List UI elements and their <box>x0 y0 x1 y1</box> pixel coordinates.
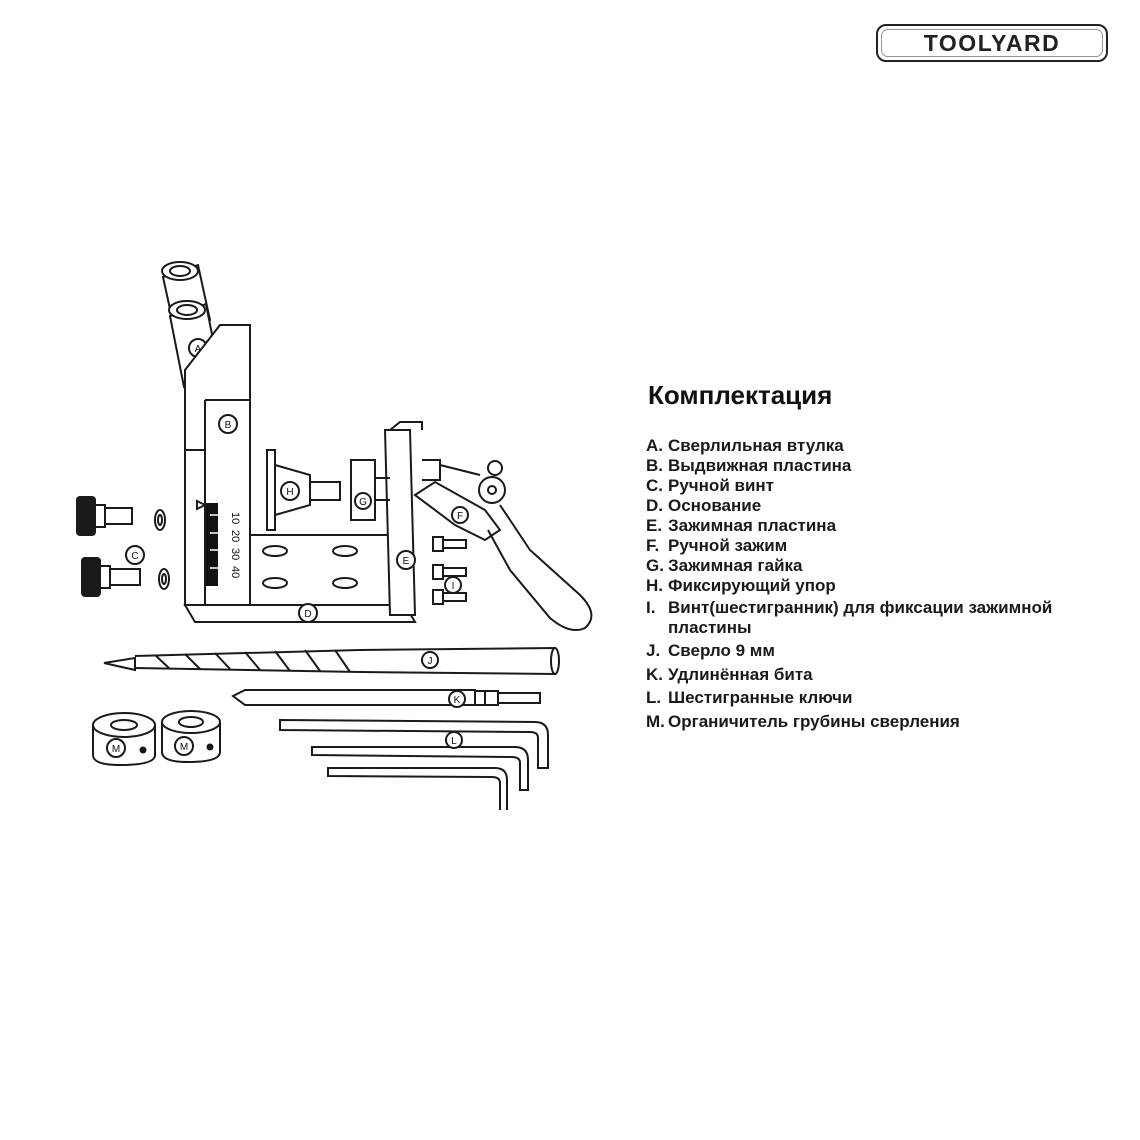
drill-bit-j: J <box>103 646 560 676</box>
scale-tick-10: 10 <box>229 512 241 524</box>
toggle-clamp-f: F <box>413 459 593 631</box>
logo-wordmark: TOOLYARD <box>924 30 1060 56</box>
legend-item-c: C. Ручной винт <box>646 476 774 496</box>
label-d: D <box>304 609 311 620</box>
legend-item-m: M. Органичитель грубины сверления <box>646 712 960 732</box>
legend-text: Зажимная пластина <box>668 516 837 535</box>
label-k: K <box>454 695 461 706</box>
legend-text: Удлинённая бита <box>668 665 813 684</box>
section-title: Комплектация <box>648 380 833 410</box>
legend-item-i: I. Винт(шестигранник) для фиксации зажим… <box>646 598 1086 638</box>
legend-text: Сверло 9 мм <box>668 641 775 660</box>
logo-text: TOOLYARD <box>924 30 1060 56</box>
legend-item-a: A. Сверлильная втулка <box>646 436 844 456</box>
label-l: L <box>451 736 457 747</box>
legend-letter: E. <box>646 516 663 535</box>
legend-letter: D. <box>646 496 663 515</box>
label-a: A <box>195 344 202 355</box>
label-g: G <box>359 497 367 508</box>
legend-text: Ручной винт <box>668 476 774 495</box>
sliding-plate-b: B 10 20 30 40 <box>184 324 251 606</box>
legend-letter: K. <box>646 665 663 684</box>
legend-text: Фиксирующий упор <box>668 576 836 595</box>
base-d: D <box>183 534 417 623</box>
legend-text: Зажимная гайка <box>668 556 803 575</box>
hex-keys-l: L <box>279 718 549 810</box>
legend-letter: H. <box>646 576 663 595</box>
stop-h: H <box>266 449 341 531</box>
hand-screw-c: C <box>76 496 170 597</box>
label-c: C <box>131 551 138 562</box>
legend-item-d: D. Основание <box>646 496 761 516</box>
legend-letter: A. <box>646 436 663 455</box>
legend-text: Основание <box>668 496 762 515</box>
legend-letter: F. <box>646 536 660 555</box>
label-m1: M <box>112 744 120 755</box>
legend-item-e: E. Зажимная пластина <box>646 516 836 536</box>
legend-item-g: G. Зажимная гайка <box>646 556 803 576</box>
parts-diagram: A B 10 20 30 40 D E <box>76 261 593 810</box>
clamp-plate-e: E <box>383 421 423 616</box>
scale-tick-40: 40 <box>229 566 241 578</box>
scale-tick-20: 20 <box>229 530 241 542</box>
legend-letter: B. <box>646 456 663 475</box>
legend-text: Ручной зажим <box>668 536 788 555</box>
label-e: E <box>403 556 410 567</box>
label-f: F <box>457 511 463 522</box>
hex-screws-i: I <box>432 536 467 605</box>
legend-letter: C. <box>646 476 663 495</box>
depth-stops-m: M M <box>92 710 221 767</box>
legend-letter: L. <box>646 688 662 707</box>
legend-item-f: F. Ручной зажим <box>646 536 787 556</box>
clamp-nut-g: G <box>350 459 390 521</box>
brand-logo: TOOLYARD <box>876 24 1108 62</box>
legend-text: Выдвижная пластина <box>668 456 852 475</box>
legend-text: Сверлильная втулка <box>668 436 844 455</box>
scale-tick-30: 30 <box>229 548 241 560</box>
legend-text: Винт(шестигранник) для фиксации зажимной… <box>668 598 1053 637</box>
label-i: I <box>452 581 455 592</box>
legend-item-h: H. Фиксирующий упор <box>646 576 836 596</box>
legend-letter: J. <box>646 641 661 660</box>
label-b: B <box>225 420 232 431</box>
legend-letter: I. <box>646 598 656 617</box>
label-m2: M <box>180 742 188 753</box>
extended-bit-k: K <box>231 689 541 708</box>
legend-text: Органичитель грубины сверления <box>668 712 960 731</box>
legend-item-k: K. Удлинённая бита <box>646 665 813 685</box>
legend-item-b: B. Выдвижная пластина <box>646 456 851 476</box>
legend-letter: G. <box>646 556 664 575</box>
label-h: H <box>286 487 293 498</box>
label-j: J <box>428 656 433 667</box>
legend-letter: M. <box>646 712 665 731</box>
legend-text: Шестигранные ключи <box>668 688 853 707</box>
legend-item-j: J. Сверло 9 мм <box>646 641 775 661</box>
legend-item-l: L. Шестигранные ключи <box>646 688 852 708</box>
